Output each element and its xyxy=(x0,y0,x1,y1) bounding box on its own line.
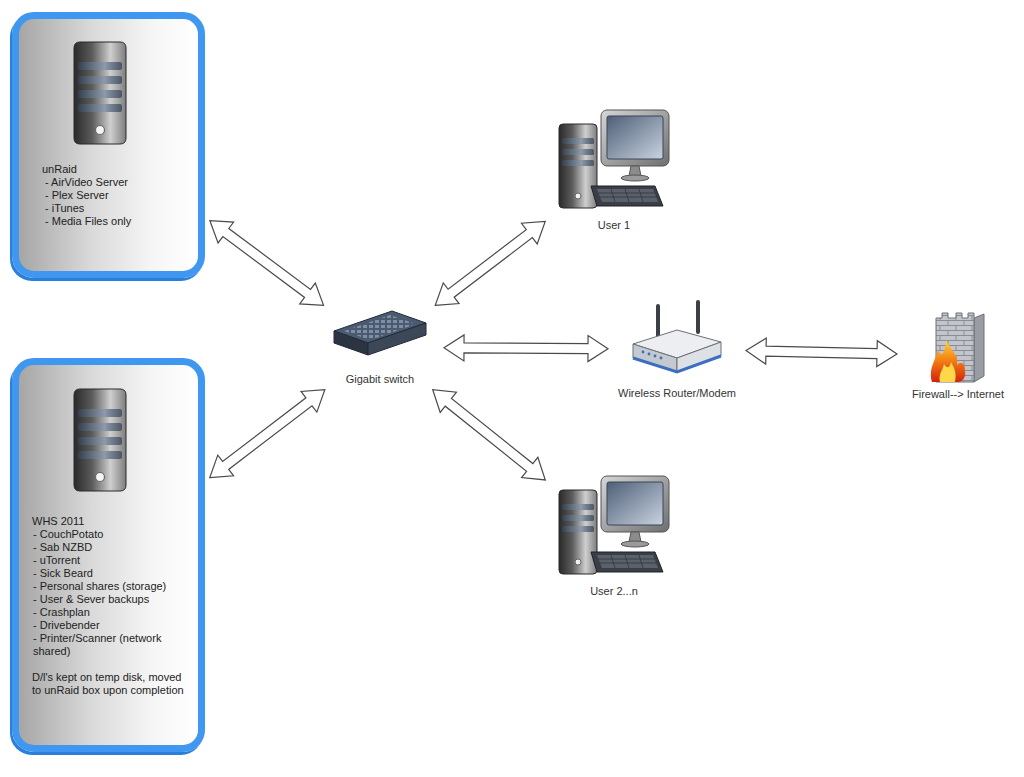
link-arrow xyxy=(435,221,545,305)
service-item: - Personal shares (storage) xyxy=(33,580,190,593)
service-item: - Plex Server xyxy=(45,189,190,202)
server-icon xyxy=(70,38,130,146)
service-item: - iTunes xyxy=(45,202,190,215)
service-item: - Sick Beard xyxy=(33,567,190,580)
switch-icon xyxy=(332,309,428,359)
service-item: - Sab NZBD xyxy=(33,541,190,554)
server-icon xyxy=(70,385,130,493)
service-item: - Drivebender xyxy=(33,619,190,632)
computer-icon xyxy=(557,106,672,214)
node-label: Wireless Router/Modem xyxy=(614,387,740,400)
switch-node: Gigabit switch xyxy=(322,309,438,386)
node-label: User 1 xyxy=(550,219,678,232)
router-node: Wireless Router/Modem xyxy=(614,298,740,400)
computer-node: User 2...n xyxy=(550,472,678,598)
node-label: Gigabit switch xyxy=(322,373,438,386)
firewall-node: Firewall--> Internet xyxy=(903,310,1013,401)
server-title: WHS 2011 xyxy=(32,515,190,528)
service-item: - uTorrent xyxy=(33,554,190,567)
firewall-icon xyxy=(928,310,988,386)
node-label: User 2...n xyxy=(550,585,678,598)
server-panel: unRaid- AirVideo Server- Plex Server- iT… xyxy=(12,12,205,278)
node-label: Firewall--> Internet xyxy=(903,388,1013,401)
service-item: - User & Sever backups xyxy=(33,593,190,606)
server-title: unRaid xyxy=(42,163,190,176)
server-note: D/l's kept on temp disk, moved to unRaid… xyxy=(32,671,190,697)
link-arrow xyxy=(746,338,897,367)
server-panel: WHS 2011- CouchPotato- Sab NZBD- uTorren… xyxy=(12,358,205,752)
link-arrow xyxy=(210,390,325,478)
router-icon xyxy=(629,298,725,384)
service-item: - Printer/Scanner (network shared) xyxy=(33,632,190,658)
link-arrow xyxy=(433,390,546,480)
service-item: - CouchPotato xyxy=(33,528,190,541)
computer-icon xyxy=(557,472,672,580)
link-arrow xyxy=(444,335,608,362)
computer-node: User 1 xyxy=(550,106,678,232)
service-item: - AirVideo Server xyxy=(45,176,190,189)
link-arrow xyxy=(210,221,324,306)
service-item: - Media Files only xyxy=(45,215,190,228)
service-item: - Crashplan xyxy=(33,606,190,619)
